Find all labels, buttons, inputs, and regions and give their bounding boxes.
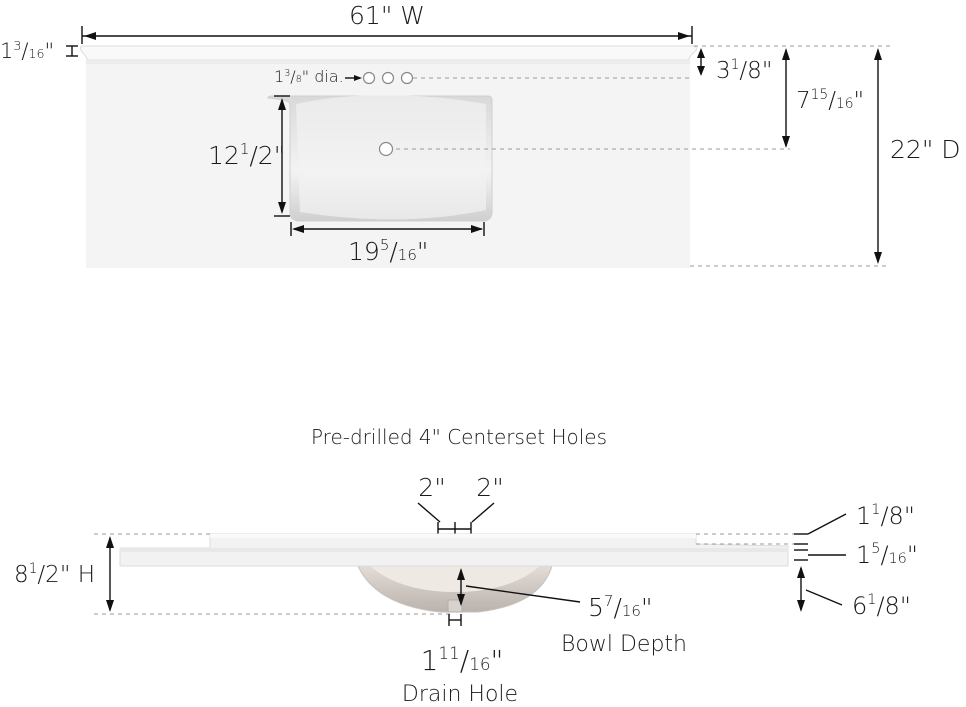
bowl-width-label: 195/16" <box>348 236 428 266</box>
bowl-depth-arrow-top <box>457 568 465 580</box>
backsplash-height-label: 13/16" <box>0 38 54 63</box>
hole-setback-arrow-bottom <box>697 66 705 76</box>
bowl-depth-leader <box>465 585 581 603</box>
centerset-title: Pre-drilled 4" Centerset Holes <box>311 425 607 449</box>
bowl-width-arrow-right <box>471 225 483 233</box>
bowl-below-arrow-bottom <box>797 600 805 612</box>
bowl-depth-label: 57/16" <box>588 592 652 622</box>
bowl-length-arrow-bottom <box>278 202 286 214</box>
drain-hole-size-label: 111/16" <box>421 643 504 677</box>
bowl-below-arrow-top <box>797 566 805 578</box>
bowl-width-arrow-left <box>292 225 304 233</box>
faucet-hole-center <box>381 71 395 85</box>
bowl-inner-face <box>370 566 540 592</box>
faucet-hole-right <box>400 71 414 85</box>
backsplash-top-edge <box>210 534 696 538</box>
hole-setback-arrow-top <box>697 48 705 58</box>
hole-spacing-leader-left <box>417 502 441 523</box>
hole-diameter-arrow <box>354 75 362 81</box>
width-label: 61" W <box>349 1 425 30</box>
faucet-hole-left <box>362 71 376 85</box>
overall-height-arrow-bottom <box>106 600 114 612</box>
arrow-right <box>678 32 690 40</box>
drain-hole-top-view <box>378 141 394 157</box>
bowl-below-label: 61/8" <box>852 592 911 620</box>
hole-setback-label: 31/8" <box>716 57 772 84</box>
top-view: 61" W 13/16" 13/8" dia. 31/8" 7 <box>0 1 961 268</box>
hole-spacing-left-label: 2" <box>418 473 445 502</box>
hole-spacing-right-label: 2" <box>476 473 503 502</box>
drain-setback-label: 715/16" <box>796 87 864 114</box>
bowl-depth-caption: Bowl Depth <box>561 632 687 657</box>
overall-height-arrow-top <box>106 536 114 548</box>
arrow-left <box>84 32 96 40</box>
bowl-below-leader <box>805 589 843 606</box>
bowl-length-arrow-top <box>278 98 286 110</box>
backsplash-lip <box>79 45 698 61</box>
depth-arrow-bottom <box>874 252 882 264</box>
bowl-depth-arrow-bottom <box>457 594 465 606</box>
backsplash-thickness-label: 11/8" <box>856 502 915 530</box>
deck-edge-shadow <box>120 548 788 552</box>
depth-arrow-top <box>874 48 882 60</box>
basin-inner-highlight <box>296 95 486 220</box>
side-view: Pre-drilled 4" Centerset Holes 2" 2" 81/… <box>14 425 918 707</box>
bowl-length-label: 121/2" <box>208 140 285 170</box>
drain-hole-caption: Drain Hole <box>402 682 518 707</box>
backsplash-thickness-leader <box>807 513 847 535</box>
drain-stub <box>447 599 463 613</box>
drain-setback-arrow-bottom <box>782 136 790 148</box>
hole-diameter-label: 13/8" dia. <box>274 67 344 86</box>
hole-spacing-leader-right <box>471 502 495 523</box>
deck-thickness-label: 15/16" <box>856 541 918 569</box>
overall-height-label: 81/2" H <box>14 561 95 588</box>
depth-label: 22" D <box>890 135 961 164</box>
drain-setback-arrow-top <box>782 48 790 60</box>
backsplash-shadow <box>86 60 690 64</box>
